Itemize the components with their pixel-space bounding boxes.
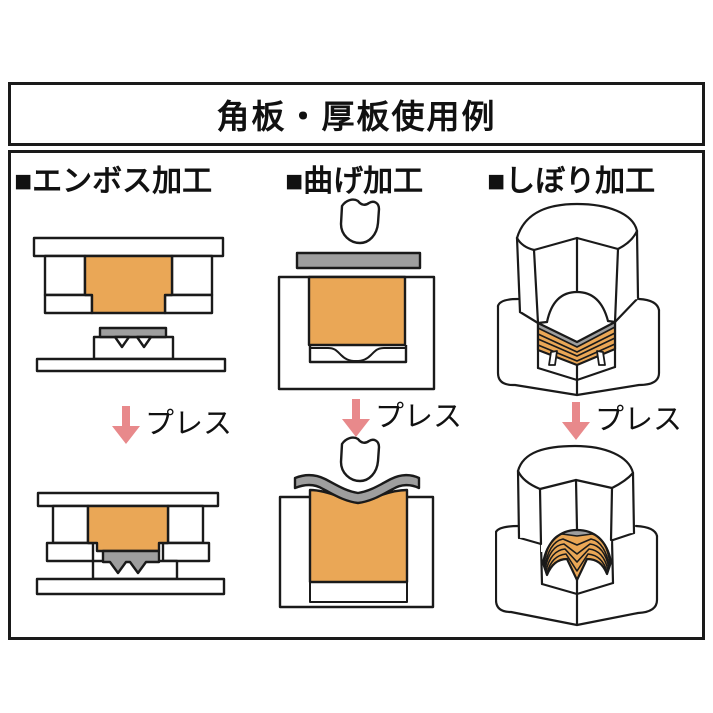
press-down-arrow-icon [342, 399, 370, 437]
emboss-after-diagram [25, 483, 235, 603]
emboss-before-diagram [25, 228, 235, 378]
press-step-bend: プレス [342, 397, 462, 439]
section-header-draw: ■しぼり加工 [487, 165, 656, 198]
bend-after-diagram [272, 433, 442, 613]
press-down-arrow-icon [112, 406, 140, 444]
section-header-bend: ■曲げ加工 [285, 165, 424, 198]
press-label: プレス [595, 404, 683, 436]
page-title: 角板・厚板使用例 [216, 98, 497, 135]
press-label: プレス [145, 408, 233, 440]
section-header-emboss: ■エンボス加工 [14, 165, 213, 198]
press-down-arrow-icon [562, 402, 590, 440]
bend-before-diagram [272, 196, 442, 396]
press-step-draw: プレス [562, 400, 682, 442]
draw-before-diagram [495, 195, 705, 405]
draw-after-diagram [495, 432, 705, 637]
press-step-emboss: プレス [112, 404, 232, 446]
press-label: プレス [375, 401, 463, 433]
title-box: 角板・厚板使用例 [8, 82, 705, 146]
